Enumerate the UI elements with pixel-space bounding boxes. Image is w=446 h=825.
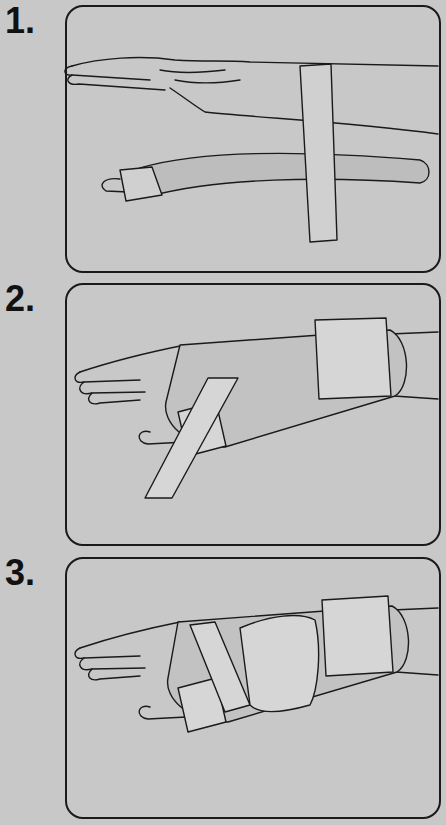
- step-panel: 1.: [65, 5, 441, 273]
- step-panel: 2.: [65, 283, 441, 546]
- step-number: 1.: [5, 1, 35, 41]
- step-panel: 3.: [65, 557, 441, 819]
- step-number: 3.: [5, 553, 35, 593]
- step-number: 2.: [5, 279, 35, 319]
